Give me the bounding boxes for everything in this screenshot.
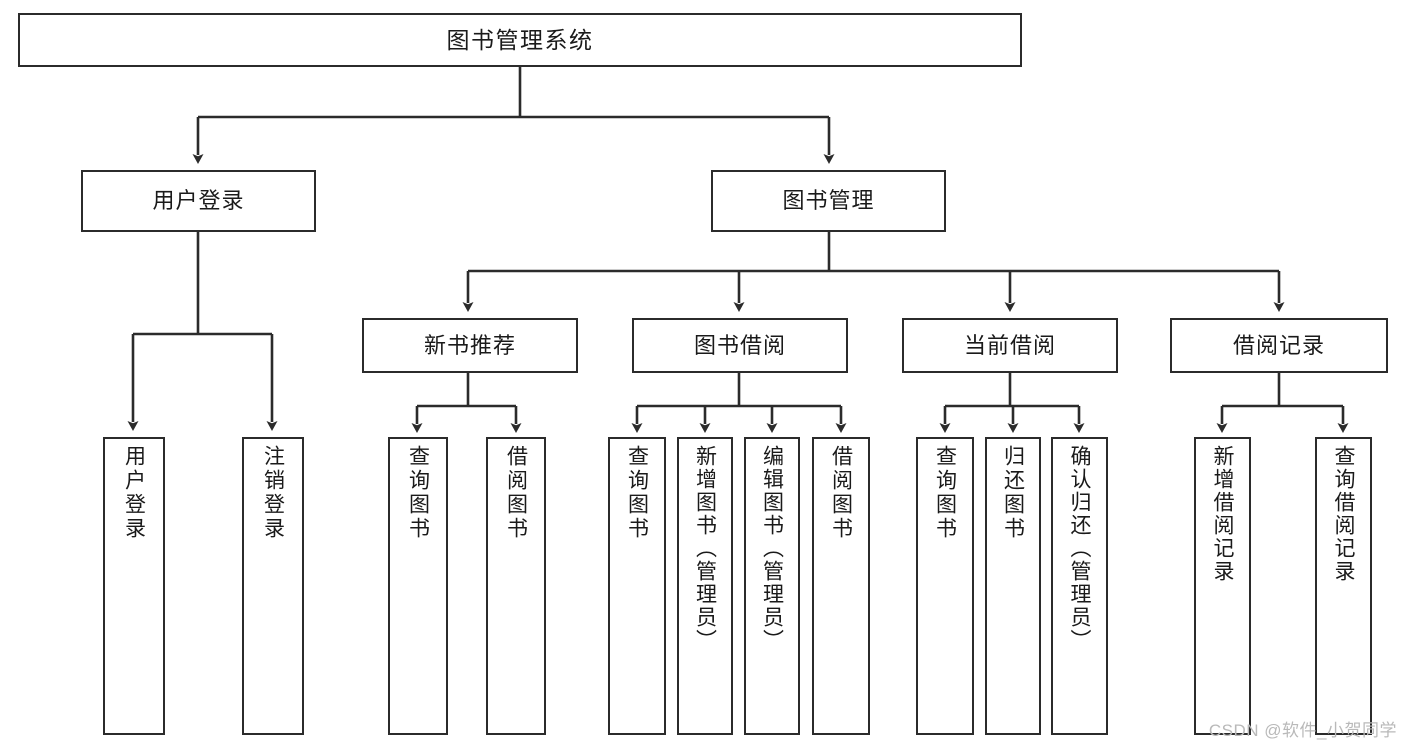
node-new-book-recommendation-label: 新书推荐 bbox=[423, 332, 516, 358]
node-current-borrowing[interactable]: 当前借阅 bbox=[902, 318, 1118, 373]
node-leaf-add-borrow-record-label: 新增借阅记录 bbox=[1211, 445, 1234, 583]
node-leaf-add-book-label: 新增图书（管理员） bbox=[693, 445, 717, 652]
node-book-management[interactable]: 图书管理 bbox=[711, 170, 946, 232]
node-book-borrowing-label: 图书借阅 bbox=[693, 332, 786, 358]
node-leaf-logout-label: 注销登录 bbox=[261, 445, 285, 541]
node-user-login-label: 用户登录 bbox=[152, 188, 245, 214]
node-leaf-return-book[interactable]: 归还图书 bbox=[985, 437, 1041, 735]
node-borrowing-record[interactable]: 借阅记录 bbox=[1170, 318, 1388, 373]
node-leaf-return-book-label: 归还图书 bbox=[1001, 445, 1025, 541]
node-leaf-borrow-book-1-label: 借阅图书 bbox=[504, 445, 528, 541]
node-leaf-query-book-1[interactable]: 查询图书 bbox=[388, 437, 448, 735]
node-leaf-confirm-return[interactable]: 确认归还（管理员） bbox=[1051, 437, 1108, 735]
node-leaf-logout[interactable]: 注销登录 bbox=[242, 437, 304, 735]
node-leaf-edit-book-label: 编辑图书（管理员） bbox=[760, 445, 784, 652]
node-book-borrowing[interactable]: 图书借阅 bbox=[632, 318, 848, 373]
node-leaf-query-book-1-label: 查询图书 bbox=[406, 445, 430, 541]
node-leaf-borrow-book-2[interactable]: 借阅图书 bbox=[812, 437, 870, 735]
node-book-management-label: 图书管理 bbox=[782, 188, 875, 214]
node-leaf-edit-book[interactable]: 编辑图书（管理员） bbox=[744, 437, 800, 735]
node-borrowing-record-label: 借阅记录 bbox=[1232, 332, 1325, 358]
node-leaf-query-book-2[interactable]: 查询图书 bbox=[608, 437, 666, 735]
node-leaf-user-login-label: 用户登录 bbox=[122, 445, 146, 541]
node-leaf-query-borrow-record[interactable]: 查询借阅记录 bbox=[1315, 437, 1372, 735]
watermark-text: CSDN @软件_小贺同学 bbox=[1208, 721, 1397, 740]
node-leaf-query-book-3[interactable]: 查询图书 bbox=[916, 437, 974, 735]
node-current-borrowing-label: 当前借阅 bbox=[963, 332, 1056, 358]
node-root-book-management-system[interactable]: 图书管理系统 bbox=[18, 13, 1022, 67]
node-user-login[interactable]: 用户登录 bbox=[81, 170, 316, 232]
node-leaf-query-borrow-record-label: 查询借阅记录 bbox=[1332, 445, 1355, 583]
node-leaf-query-book-2-label: 查询图书 bbox=[625, 445, 649, 541]
node-leaf-add-book[interactable]: 新增图书（管理员） bbox=[677, 437, 733, 735]
node-leaf-borrow-book-2-label: 借阅图书 bbox=[829, 445, 853, 541]
node-root-label: 图书管理系统 bbox=[446, 26, 594, 53]
node-new-book-recommendation[interactable]: 新书推荐 bbox=[362, 318, 578, 373]
node-leaf-confirm-return-label: 确认归还（管理员） bbox=[1068, 445, 1091, 652]
node-leaf-query-book-3-label: 查询图书 bbox=[933, 445, 957, 541]
node-leaf-user-login[interactable]: 用户登录 bbox=[103, 437, 165, 735]
node-leaf-borrow-book-1[interactable]: 借阅图书 bbox=[486, 437, 546, 735]
node-leaf-add-borrow-record[interactable]: 新增借阅记录 bbox=[1194, 437, 1251, 735]
